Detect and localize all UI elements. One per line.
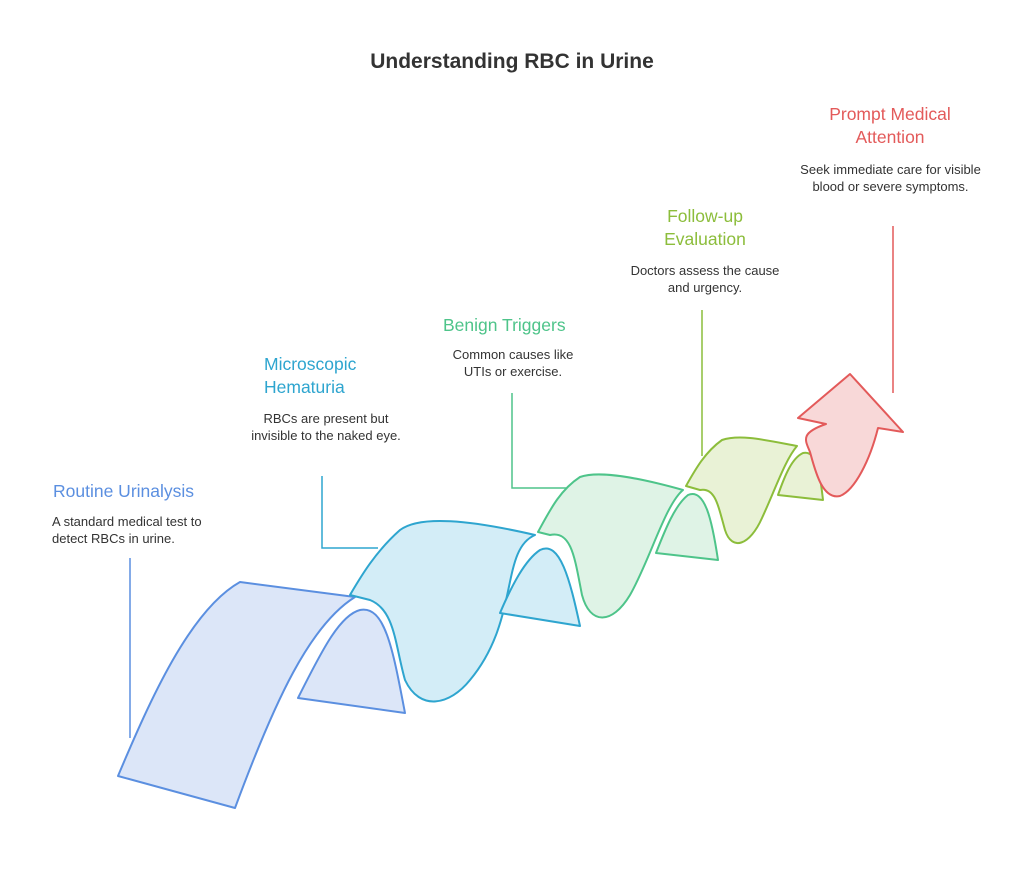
- step-3-leader: [511, 393, 566, 489]
- step-4-title: Follow-up Evaluation: [664, 206, 746, 249]
- step-1-shape: [117, 558, 406, 809]
- step-1-description: A standard medical test to detect RBCs i…: [52, 514, 202, 546]
- step-2-description: RBCs are present but invisible to the na…: [251, 411, 401, 443]
- step-4-band: [685, 436, 798, 544]
- step-3-tail: [655, 493, 719, 561]
- step-4-description: Doctors assess the cause and urgency.: [630, 263, 780, 295]
- step-1-tail: [297, 608, 406, 714]
- step-2-tail: [499, 547, 581, 627]
- step-5-arrow: [797, 373, 904, 498]
- step-5-shape: [797, 226, 904, 498]
- step-2-leader: [321, 476, 378, 549]
- step-1-title: Routine Urinalysis: [53, 481, 195, 501]
- step-3-description: Common causes like UTIs or exercise.: [452, 347, 574, 379]
- step-2-band: [349, 519, 536, 703]
- step-5-description: Seek immediate care for visible blood or…: [800, 162, 981, 194]
- step-5-title: Prompt Medical Attention: [829, 104, 951, 147]
- page-title: Understanding RBC in Urine: [370, 50, 654, 73]
- step-3-band: [537, 473, 684, 619]
- step-3-shape: [511, 393, 719, 619]
- step-2-shape: [321, 476, 581, 703]
- step-3-title: Benign Triggers: [443, 315, 566, 335]
- step-2-title: Microscopic Hematuria: [264, 354, 357, 397]
